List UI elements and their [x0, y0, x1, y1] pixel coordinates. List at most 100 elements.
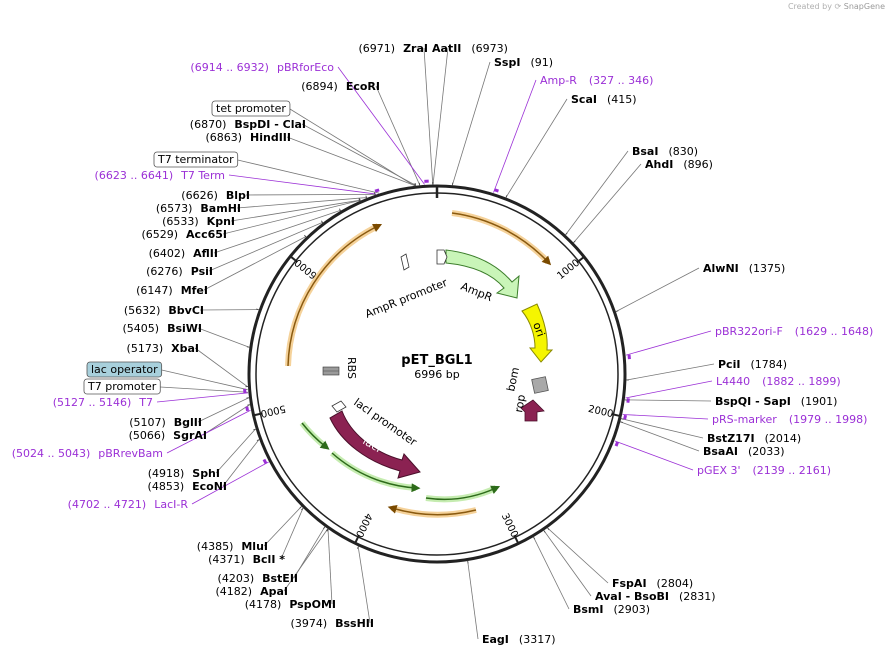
enzyme-coord: (5107)	[129, 416, 166, 429]
leader-line	[375, 85, 420, 185]
ampr-promoter-feature[interactable]	[436, 249, 448, 265]
enzyme-label-right[interactable]: PciI(1784)	[718, 358, 787, 371]
enzyme-name: MfeI	[181, 284, 208, 297]
promoter-feature-small[interactable]	[400, 253, 410, 271]
enzyme-label-right[interactable]: AlwNI(1375)	[703, 262, 785, 275]
enzyme-coord: (5405)	[122, 322, 159, 335]
enzyme-label-left[interactable]: (6626)BlpI	[181, 189, 250, 202]
bom-feature[interactable]	[531, 376, 549, 394]
enzyme-name: BlpI	[226, 189, 250, 202]
enzyme-label-right[interactable]: BsmI(2903)	[573, 603, 650, 616]
feature-box-label[interactable]: tet promoter	[211, 100, 291, 117]
enzyme-label-left[interactable]: (6573)BamHI	[156, 202, 241, 215]
primer-label[interactable]: pRS-marker(1979 .. 1998)	[712, 413, 867, 426]
ampr-feature[interactable]	[445, 249, 520, 299]
laci-promoter-feature[interactable]	[331, 400, 347, 413]
site-tick	[546, 527, 550, 531]
primer-label[interactable]: L4440(1882 .. 1899)	[716, 375, 841, 388]
enzyme-label-right[interactable]: BsaI(830)	[632, 145, 698, 158]
leader-line	[626, 363, 715, 381]
enzyme-label-left[interactable]: (4385)MluI	[197, 540, 268, 553]
primer-label[interactable]: Amp-R(327 .. 346)	[540, 74, 653, 87]
primer-label[interactable]: (5127 .. 5146)T7	[53, 396, 153, 409]
enzyme-label-left[interactable]: (5066)SgrAI	[129, 429, 207, 442]
ori-feature[interactable]	[521, 303, 554, 363]
primer-name: pRS-marker	[712, 413, 777, 426]
site-tick	[532, 536, 536, 540]
enzyme-name: PciI	[718, 358, 740, 371]
enzyme-label-left[interactable]: (6870)BspDI - ClaI	[190, 118, 306, 131]
enzyme-label-left[interactable]: (4918)SphI	[148, 467, 220, 480]
primer-marker	[245, 406, 250, 412]
enzyme-label-right[interactable]: EagI(3317)	[482, 633, 555, 646]
site-tick	[304, 234, 307, 238]
primer-label[interactable]: (6623 .. 6641)T7 Term	[95, 169, 225, 182]
enzyme-label-left[interactable]: (6276)PsiI	[146, 265, 213, 278]
enzyme-name: BspQI - SapI	[715, 395, 791, 408]
enzyme-label-left[interactable]: (4182)ApaI	[216, 585, 288, 598]
primer-marker	[374, 188, 380, 193]
leader-line	[286, 136, 415, 186]
feature-box-label[interactable]: lac operator	[86, 361, 163, 378]
enzyme-label-left[interactable]: (5173)XbaI	[127, 342, 199, 355]
enzyme-label-right[interactable]: FspAI(2804)	[612, 577, 693, 590]
enzyme-label-right[interactable]: AhdI(896)	[645, 158, 713, 171]
enzyme-label-right[interactable]: BstZ17I(2014)	[707, 432, 801, 445]
enzyme-label-left[interactable]: (6147)MfeI	[136, 284, 208, 297]
primer-label[interactable]: (6914 .. 6932)pBRforEco	[190, 61, 334, 74]
enzyme-name: BstZ17I	[707, 432, 755, 445]
orf-arc-green-1-line	[301, 422, 330, 450]
primer-label[interactable]: pBR322ori-F(1629 .. 1648)	[715, 325, 873, 338]
leader-line	[621, 418, 704, 439]
enzyme-label-left[interactable]: (4371)BclI *	[208, 553, 285, 566]
feature-box-label[interactable]: T7 terminator	[153, 151, 239, 168]
enzyme-label-right[interactable]: BsaAI(2033)	[703, 445, 785, 458]
enzyme-label-right[interactable]: SspI(91)	[494, 56, 553, 69]
enzyme-label-left[interactable]: (5107)BglII	[129, 416, 202, 429]
enzyme-label-left[interactable]: (6863)HindIII	[205, 131, 291, 144]
leader-lines	[156, 47, 715, 640]
enzyme-label-left[interactable]: (6894)EcoRI	[301, 80, 380, 93]
enzyme-label-left[interactable]: (6529)Acc65I	[141, 228, 227, 241]
enzyme-coord: (4182)	[216, 585, 253, 598]
enzyme-coord: (4178)	[245, 598, 282, 611]
primer-label[interactable]: pGEX 3'(2139 .. 2161)	[697, 464, 831, 477]
enzyme-label-right[interactable]: AvaI - BsoBI(2831)	[595, 590, 716, 603]
enzyme-label-right[interactable]: BspQI - SapI(1901)	[715, 395, 837, 408]
enzyme-label-right[interactable]: AatII(6973)	[432, 42, 508, 55]
enzyme-name: ScaI	[571, 93, 597, 106]
leader-line	[245, 193, 376, 196]
enzyme-label-left[interactable]: (4178)PspOMI	[245, 598, 336, 611]
enzyme-name: BclI *	[253, 553, 286, 566]
primer-name: T7	[138, 396, 153, 409]
enzyme-label-left[interactable]: (3974)BssHII	[291, 617, 374, 630]
enzyme-label-left[interactable]: (5632)BbvCI	[124, 304, 204, 317]
leader-line	[263, 506, 302, 547]
leader-line	[160, 386, 248, 393]
enzyme-label-left[interactable]: (4853)EcoNI	[148, 480, 227, 493]
credit-prefix: Created by	[787, 2, 832, 11]
rbs-label: RBS	[345, 357, 358, 379]
laci-feature[interactable]	[329, 410, 421, 479]
enzyme-label-right[interactable]: ScaI(415)	[571, 93, 637, 106]
enzyme-label-left[interactable]: (6971)ZraI	[359, 42, 429, 55]
tick-mark	[354, 534, 360, 543]
enzyme-label-left[interactable]: (4203)BstEII	[218, 572, 298, 585]
enzyme-name: AvaI - BsoBI	[595, 590, 669, 603]
orf-arc-bottom-line	[387, 504, 477, 516]
leader-line	[625, 380, 713, 399]
enzyme-coord: (2804)	[657, 577, 694, 590]
enzyme-coord: (2903)	[614, 603, 651, 616]
enzyme-label-left[interactable]: (5405)BsiWI	[122, 322, 202, 335]
primer-label[interactable]: (4702 .. 4721)LacI-R	[68, 498, 189, 511]
primer-name: pBRforEco	[277, 61, 334, 74]
rop-feature[interactable]	[520, 399, 545, 422]
enzyme-label-left[interactable]: (6533)KpnI	[162, 215, 235, 228]
enzyme-label-left[interactable]: (6402)AflII	[149, 247, 218, 260]
enzyme-coord: (6276)	[146, 265, 183, 278]
leader-line	[166, 409, 251, 454]
primer-label[interactable]: (5024 .. 5043)pBRrevBam	[12, 447, 163, 460]
feature-box-label[interactable]: T7 promoter	[83, 378, 161, 395]
orf-arc-green-3-line	[425, 485, 501, 501]
primer-name: T7 Term	[180, 169, 225, 182]
